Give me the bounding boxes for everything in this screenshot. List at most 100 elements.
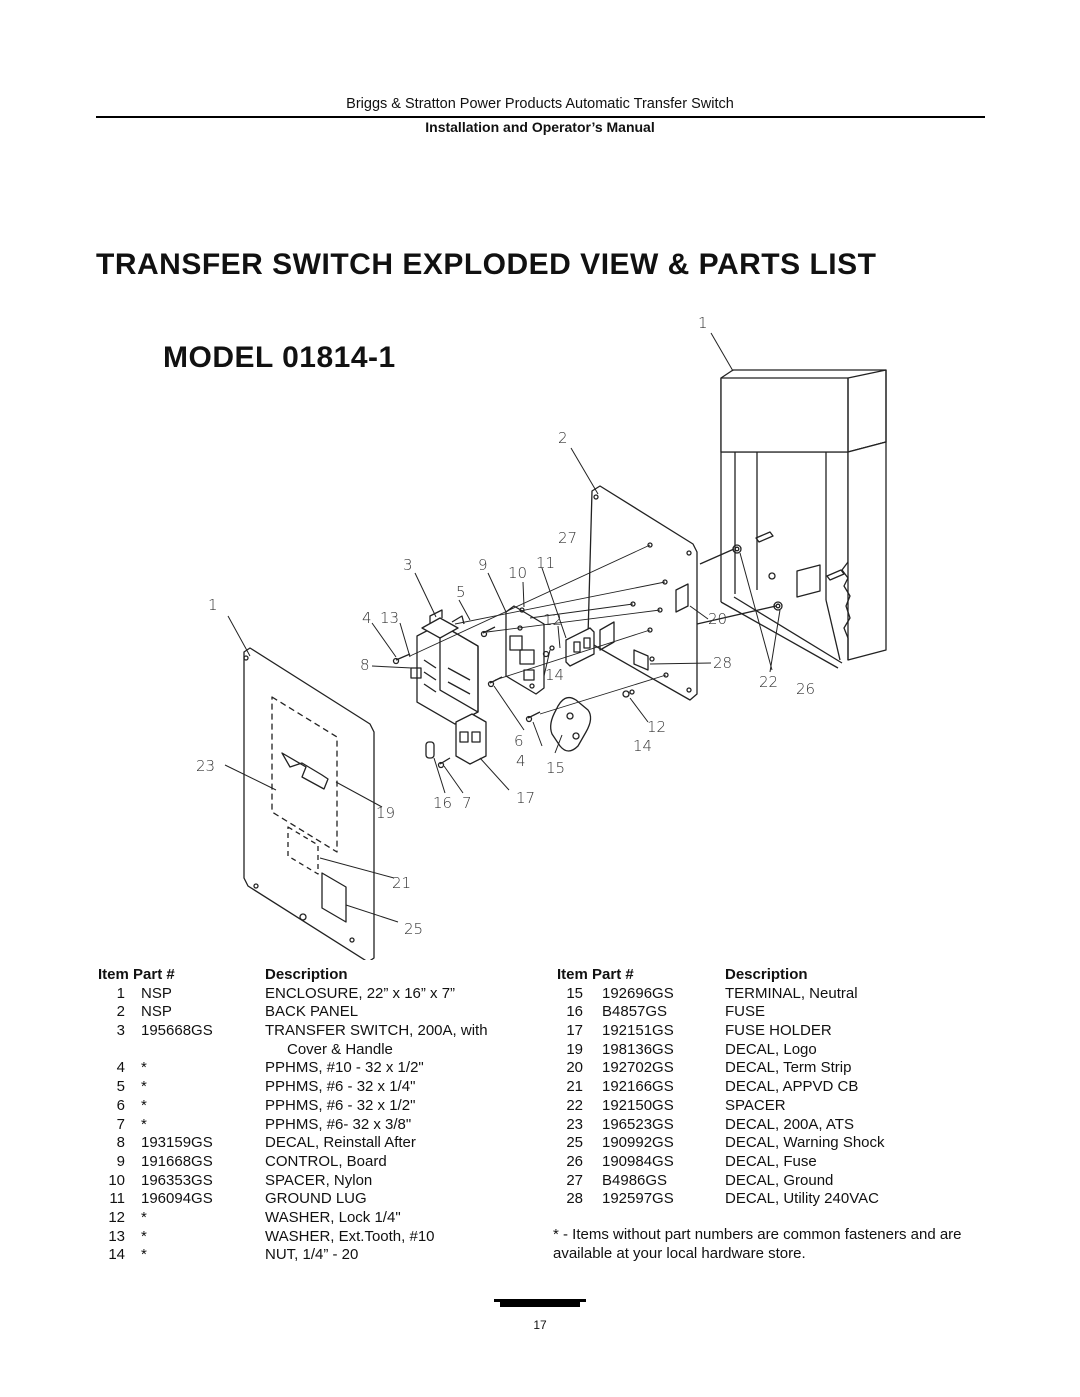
exploded-view-diagram: 1 2 27 3 9 10 11 5 1 4 13 12 20 8 14 28 … xyxy=(196,314,887,960)
callout-label: 17 xyxy=(516,789,535,807)
callout-label: 6 xyxy=(514,732,524,750)
item-number: 26 xyxy=(566,1152,583,1170)
part-description: PPHMS, #6 - 32 x 1/4" xyxy=(265,1078,416,1096)
callout-label: 25 xyxy=(404,920,423,938)
callout-label: 2 xyxy=(558,429,568,447)
page-number: 17 xyxy=(533,1318,547,1332)
item-number: 28 xyxy=(566,1190,583,1208)
callout-label: 16 xyxy=(433,794,452,812)
model-heading: MODEL 01814-1 xyxy=(163,341,396,374)
column-header-description: Description xyxy=(265,966,348,983)
column-header-item-part: Item Part # xyxy=(98,966,175,983)
callout-label: 14 xyxy=(633,737,652,755)
callout-label: 1 xyxy=(698,314,708,332)
page-number-bar xyxy=(494,1299,586,1307)
item-number: 25 xyxy=(566,1134,583,1152)
part-description: ENCLOSURE, 22” x 16” x 7” xyxy=(265,984,456,1002)
callout-label: 13 xyxy=(380,609,399,627)
item-number: 3 xyxy=(116,1022,125,1040)
item-number: 16 xyxy=(566,1003,583,1021)
part-number: * xyxy=(141,1208,147,1226)
part-description: TERMINAL, Neutral xyxy=(725,984,858,1002)
part-number: * xyxy=(141,1227,147,1245)
item-number: 5 xyxy=(116,1078,125,1096)
part-description: DECAL, 200A, ATS xyxy=(725,1115,854,1133)
part-description: CONTROL, Board xyxy=(265,1152,387,1170)
part-number: B4857GS xyxy=(602,1003,668,1021)
callout-label: 7 xyxy=(462,794,472,812)
item-number: 19 xyxy=(566,1040,583,1058)
part-number: 192696GS xyxy=(602,984,674,1002)
page-title: TRANSFER SWITCH EXPLODED VIEW & PARTS LI… xyxy=(96,248,877,281)
callout-label: 23 xyxy=(196,757,215,775)
header-rule xyxy=(96,116,985,118)
item-number: 10 xyxy=(108,1171,125,1189)
item-number: 27 xyxy=(566,1171,583,1189)
leader-lines xyxy=(224,332,781,923)
part-description: PPHMS, #10 - 32 x 1/2" xyxy=(265,1059,424,1077)
callout-label: 5 xyxy=(456,583,466,601)
terminal-strip-drawing xyxy=(565,627,595,667)
part-description: SPACER xyxy=(725,1096,786,1114)
part-number: 196523GS xyxy=(602,1115,674,1133)
part-description: BACK PANEL xyxy=(265,1003,359,1021)
front-cover-drawing xyxy=(243,647,375,960)
part-number: 191668GS xyxy=(141,1152,213,1170)
callout-label: 19 xyxy=(376,804,395,822)
part-number: 196094GS xyxy=(141,1190,213,1208)
callout-label: 8 xyxy=(360,656,370,674)
enclosure-drawing xyxy=(696,369,887,669)
part-number: B4986GS xyxy=(602,1171,668,1189)
part-number: 192702GS xyxy=(602,1059,674,1077)
part-number: * xyxy=(141,1096,147,1114)
part-number: NSP xyxy=(141,1003,172,1021)
part-number: 193159GS xyxy=(141,1134,213,1152)
part-number: 192150GS xyxy=(602,1096,674,1114)
callout-label: 12 xyxy=(543,611,562,629)
fuse-holder-drawing xyxy=(425,713,487,765)
part-description: FUSE xyxy=(725,1003,766,1021)
part-number: 192151GS xyxy=(602,1022,674,1040)
part-number: 195668GS xyxy=(141,1022,213,1040)
column-header-description: Description xyxy=(725,966,808,983)
part-number: NSP xyxy=(141,984,172,1002)
part-description: WASHER, Lock 1/4" xyxy=(265,1208,401,1226)
callout-label: 26 xyxy=(796,680,815,698)
part-number: * xyxy=(141,1246,147,1264)
part-description: PPHMS, #6 - 32 x 1/2" xyxy=(265,1096,416,1114)
item-number: 13 xyxy=(108,1227,125,1245)
back-panel-drawing xyxy=(587,485,698,701)
part-number: 196353GS xyxy=(141,1171,213,1189)
part-description: GROUND LUG xyxy=(265,1190,367,1208)
callout-label: 4 xyxy=(362,609,372,627)
part-number: 198136GS xyxy=(602,1040,674,1058)
part-number: 190992GS xyxy=(602,1134,674,1152)
part-number: * xyxy=(141,1059,147,1077)
item-number: 2 xyxy=(116,1003,125,1021)
part-description: TRANSFER SWITCH, 200A, with xyxy=(265,1022,488,1040)
part-description: DECAL, Utility 240VAC xyxy=(725,1190,879,1208)
neutral-terminal-drawing xyxy=(550,696,592,752)
callout-label: 4 xyxy=(516,752,526,770)
part-number: * xyxy=(141,1115,147,1133)
footnote: * - Items without part numbers are commo… xyxy=(553,1226,962,1262)
item-number: 23 xyxy=(566,1115,583,1133)
part-description: DECAL, Term Strip xyxy=(725,1059,852,1077)
control-board-drawing xyxy=(505,605,545,695)
manual-product-line: Briggs & Stratton Power Products Automat… xyxy=(346,96,734,112)
part-description: NUT, 1/4” - 20 xyxy=(265,1246,359,1264)
part-number: 192166GS xyxy=(602,1078,674,1096)
part-number: * xyxy=(141,1078,147,1096)
callout-label: 15 xyxy=(546,759,565,777)
item-number: 15 xyxy=(566,984,583,1002)
callout-label: 12 xyxy=(647,718,666,736)
callout-label: 21 xyxy=(392,874,411,892)
item-number: 17 xyxy=(566,1022,583,1040)
column-header-item-part: Item Part # xyxy=(557,966,634,983)
part-description: DECAL, Warning Shock xyxy=(725,1134,885,1152)
item-number: 11 xyxy=(109,1190,125,1208)
callout-label: 28 xyxy=(713,654,732,672)
part-description: DECAL, Reinstall After xyxy=(265,1134,416,1152)
part-description: WASHER, Ext.Tooth, #10 xyxy=(265,1227,435,1245)
item-number: 4 xyxy=(116,1059,125,1077)
